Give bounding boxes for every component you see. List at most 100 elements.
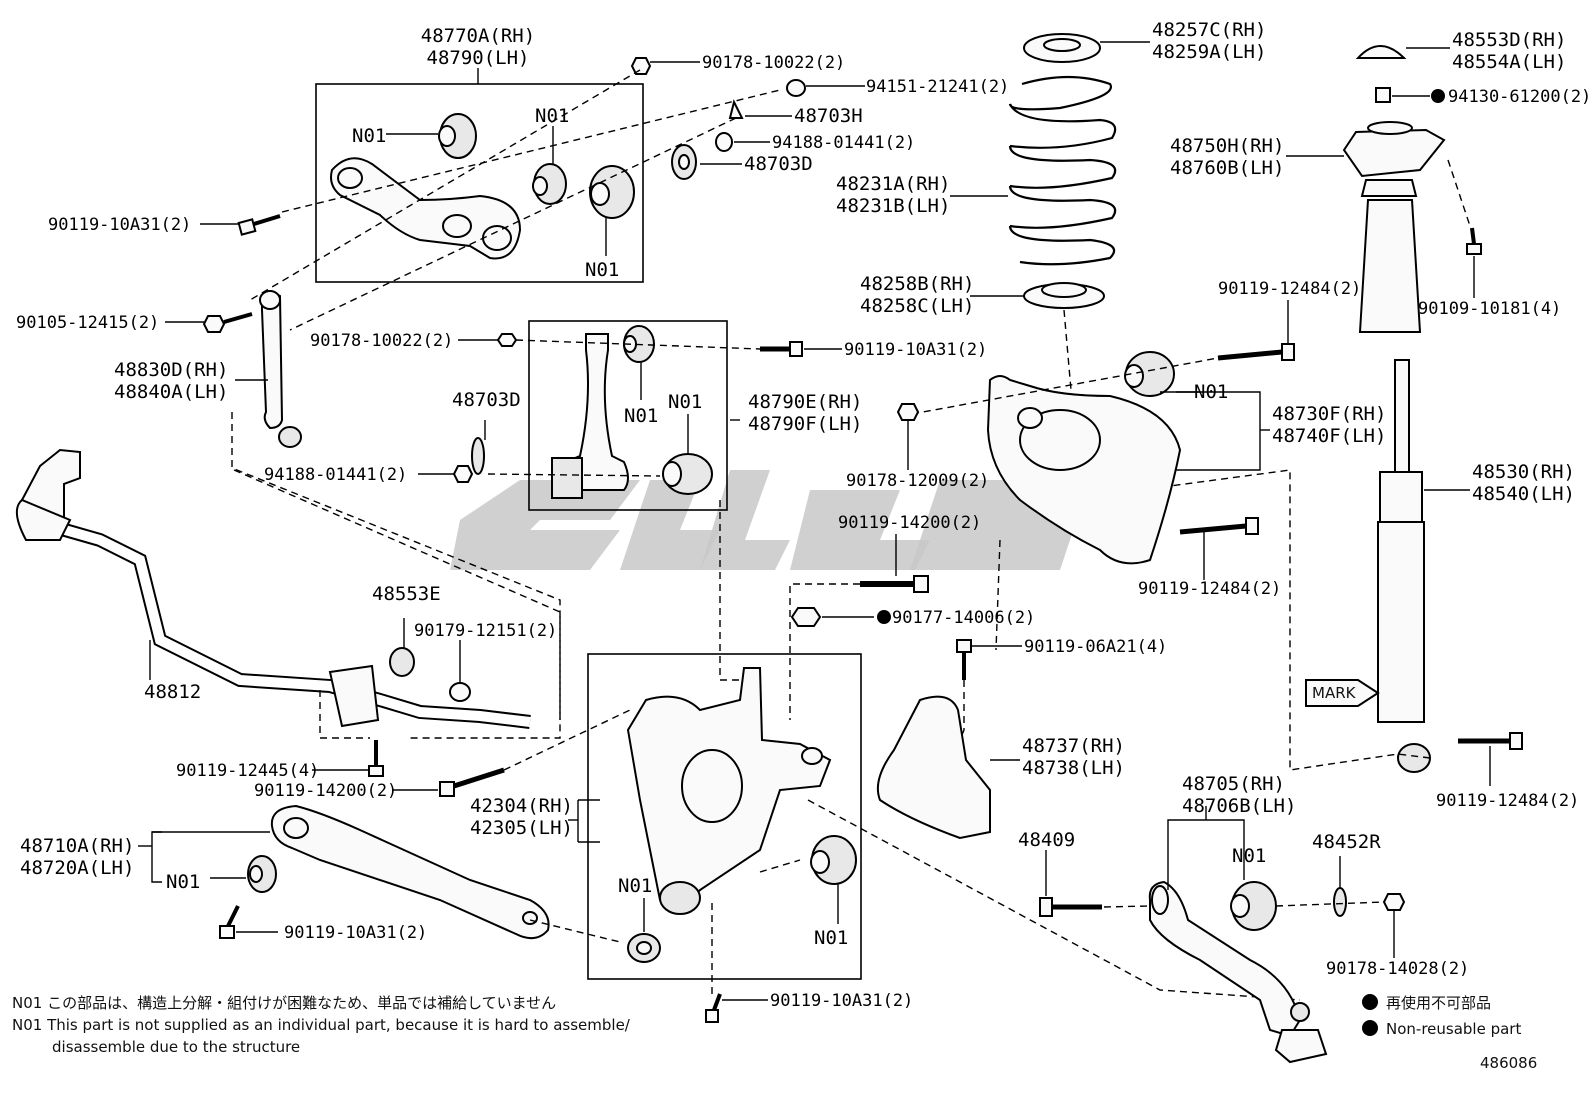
- toe-arm: [1148, 880, 1328, 1064]
- nut-90178-mid: [496, 333, 518, 347]
- shock-upper-support: [1342, 121, 1446, 197]
- label-48409: 48409: [1018, 829, 1075, 851]
- note-jp: N01 この部品は、構造上分解・組付けが困難なため、単品では補給していません: [12, 994, 556, 1012]
- label-94188-01441-top: 94188-01441(2): [772, 133, 915, 153]
- note-en-2: disassemble due to the structure: [52, 1038, 300, 1056]
- upper-arm-part: [330, 157, 522, 260]
- label-48790: 48790(LH): [427, 47, 530, 69]
- label-48790F: 48790F(LH): [748, 413, 862, 435]
- label-90109-10181: 90109-10181(4): [1418, 299, 1561, 319]
- nut-94130: [1375, 87, 1391, 103]
- label-48710A: 48710A(RH): [20, 835, 134, 857]
- lower-arm: [986, 375, 1182, 565]
- legend-dot-1: [1362, 994, 1378, 1010]
- nut-90177: [790, 607, 822, 627]
- label-n01-g: N01: [166, 871, 200, 893]
- bolt-90109: [1466, 227, 1482, 255]
- label-90119-12484-a: 90119-12484(2): [1218, 279, 1361, 299]
- label-48737: 48737(RH): [1022, 735, 1125, 757]
- label-90177-14006: 90177-14006(2): [892, 608, 1035, 628]
- knuckle: [626, 667, 832, 912]
- label-90119-10A31-low: 90119-10A31(2): [284, 923, 427, 943]
- non-reusable-dot-90177: [877, 610, 891, 624]
- note-en-1: N01 This part is not supplied as an indi…: [12, 1016, 631, 1034]
- label-94188-01441-mid: 94188-01441(2): [264, 465, 407, 485]
- bushing-n01-f: [1124, 351, 1175, 397]
- label-90119-12445: 90119-12445(4): [176, 761, 319, 781]
- bolt-90119-10A31-top: [237, 214, 281, 236]
- label-48231A: 48231A(RH): [836, 173, 950, 195]
- label-n01-b: N01: [535, 105, 569, 127]
- label-48720A: 48720A(LH): [20, 857, 134, 879]
- bushing-n01-g-knuckle: [627, 933, 661, 963]
- label-90105-12415: 90105-12415(2): [16, 313, 159, 333]
- bolt-90119-14200-b: [439, 767, 505, 797]
- label-48770A: 48770A(RH): [421, 25, 535, 47]
- bushing-n01-j: [1230, 881, 1277, 931]
- nut-90105: [202, 312, 253, 333]
- label-90119-10A31-mid: 90119-10A31(2): [844, 340, 987, 360]
- nut-90178-top: [630, 57, 652, 75]
- label-94151-21241: 94151-21241(2): [866, 77, 1009, 97]
- washer-48703D-top: [671, 144, 697, 180]
- stabilizer-link: [259, 290, 302, 448]
- arm2-part: [551, 333, 629, 499]
- washer-48452R: [1333, 887, 1347, 917]
- label-48553D: 48553D(RH): [1452, 29, 1566, 51]
- label-48554A: 48554A(LH): [1452, 51, 1566, 73]
- label-48257C: 48257C(RH): [1152, 19, 1266, 41]
- label-48790E: 48790E(RH): [748, 391, 862, 413]
- bolt-90119-12484-b: [1179, 517, 1259, 535]
- label-90119-12484-c: 90119-12484(2): [1436, 791, 1579, 811]
- label-48830D: 48830D(RH): [114, 359, 228, 381]
- label-n01-e: N01: [668, 391, 702, 413]
- bushing-n01-a: [438, 113, 477, 159]
- knuckle-box: [587, 653, 862, 980]
- bushing-n01-h: [659, 881, 701, 915]
- label-94130-61200: 94130-61200(2): [1448, 87, 1591, 107]
- nut-94188-mid: [452, 465, 474, 483]
- bolt-90119-10A31-low: [219, 905, 240, 939]
- label-48738: 48738(LH): [1022, 757, 1125, 779]
- legend-jp: 再使用不可部品: [1386, 994, 1491, 1012]
- washer-94188-top: [715, 132, 733, 152]
- mark-tag: [1305, 679, 1380, 707]
- nut-90178-14028: [1382, 893, 1406, 911]
- label-42304: 42304(RH): [470, 795, 573, 817]
- bushing-n01-i: [810, 835, 857, 885]
- non-reusable-dot-94130: [1431, 89, 1445, 103]
- bolt-90119-12484-a: [1217, 343, 1295, 361]
- legend-dot-2: [1362, 1020, 1378, 1036]
- label-48705: 48705(RH): [1182, 773, 1285, 795]
- label-n01-c: N01: [585, 259, 619, 281]
- label-90178-12009: 90178-12009(2): [846, 471, 989, 491]
- label-90178-14028: 90178-14028(2): [1326, 959, 1469, 979]
- label-n01-h: N01: [618, 875, 652, 897]
- label-48553E: 48553E: [372, 583, 441, 605]
- bolt-48409: [1039, 897, 1102, 917]
- label-48703D-mid: 48703D: [452, 389, 521, 411]
- bushing-n01-e: [662, 453, 713, 495]
- label-48703D-top: 48703D: [744, 153, 813, 175]
- label-n01-d: N01: [624, 405, 658, 427]
- label-90119-14200-a: 90119-14200(2): [838, 513, 981, 533]
- washer-48703H: [728, 99, 744, 119]
- label-48812: 48812: [144, 681, 201, 703]
- bolt-90119-10A31-mid: [760, 341, 803, 357]
- bushing-n01-g: [247, 855, 277, 893]
- label-90119-12484-b: 90119-12484(2): [1138, 579, 1281, 599]
- label-48740F: 48740F(LH): [1272, 425, 1386, 447]
- arm2-box: [528, 320, 728, 511]
- stabilizer-bar: [15, 448, 531, 729]
- label-42305: 42305(LH): [470, 817, 573, 839]
- nut-90179: [449, 682, 471, 702]
- label-90119-10A31-top: 90119-10A31(2): [48, 215, 191, 235]
- diagram-id: 486086: [1480, 1054, 1537, 1072]
- spring-upper-seat: [1023, 33, 1101, 63]
- label-n01-f: N01: [1194, 381, 1228, 403]
- nut-90178-12009: [896, 403, 920, 421]
- label-90178-10022-top: 90178-10022(2): [702, 53, 845, 73]
- bolt-90119-14200-a: [860, 575, 929, 593]
- bolt-90119-06A21: [956, 639, 972, 680]
